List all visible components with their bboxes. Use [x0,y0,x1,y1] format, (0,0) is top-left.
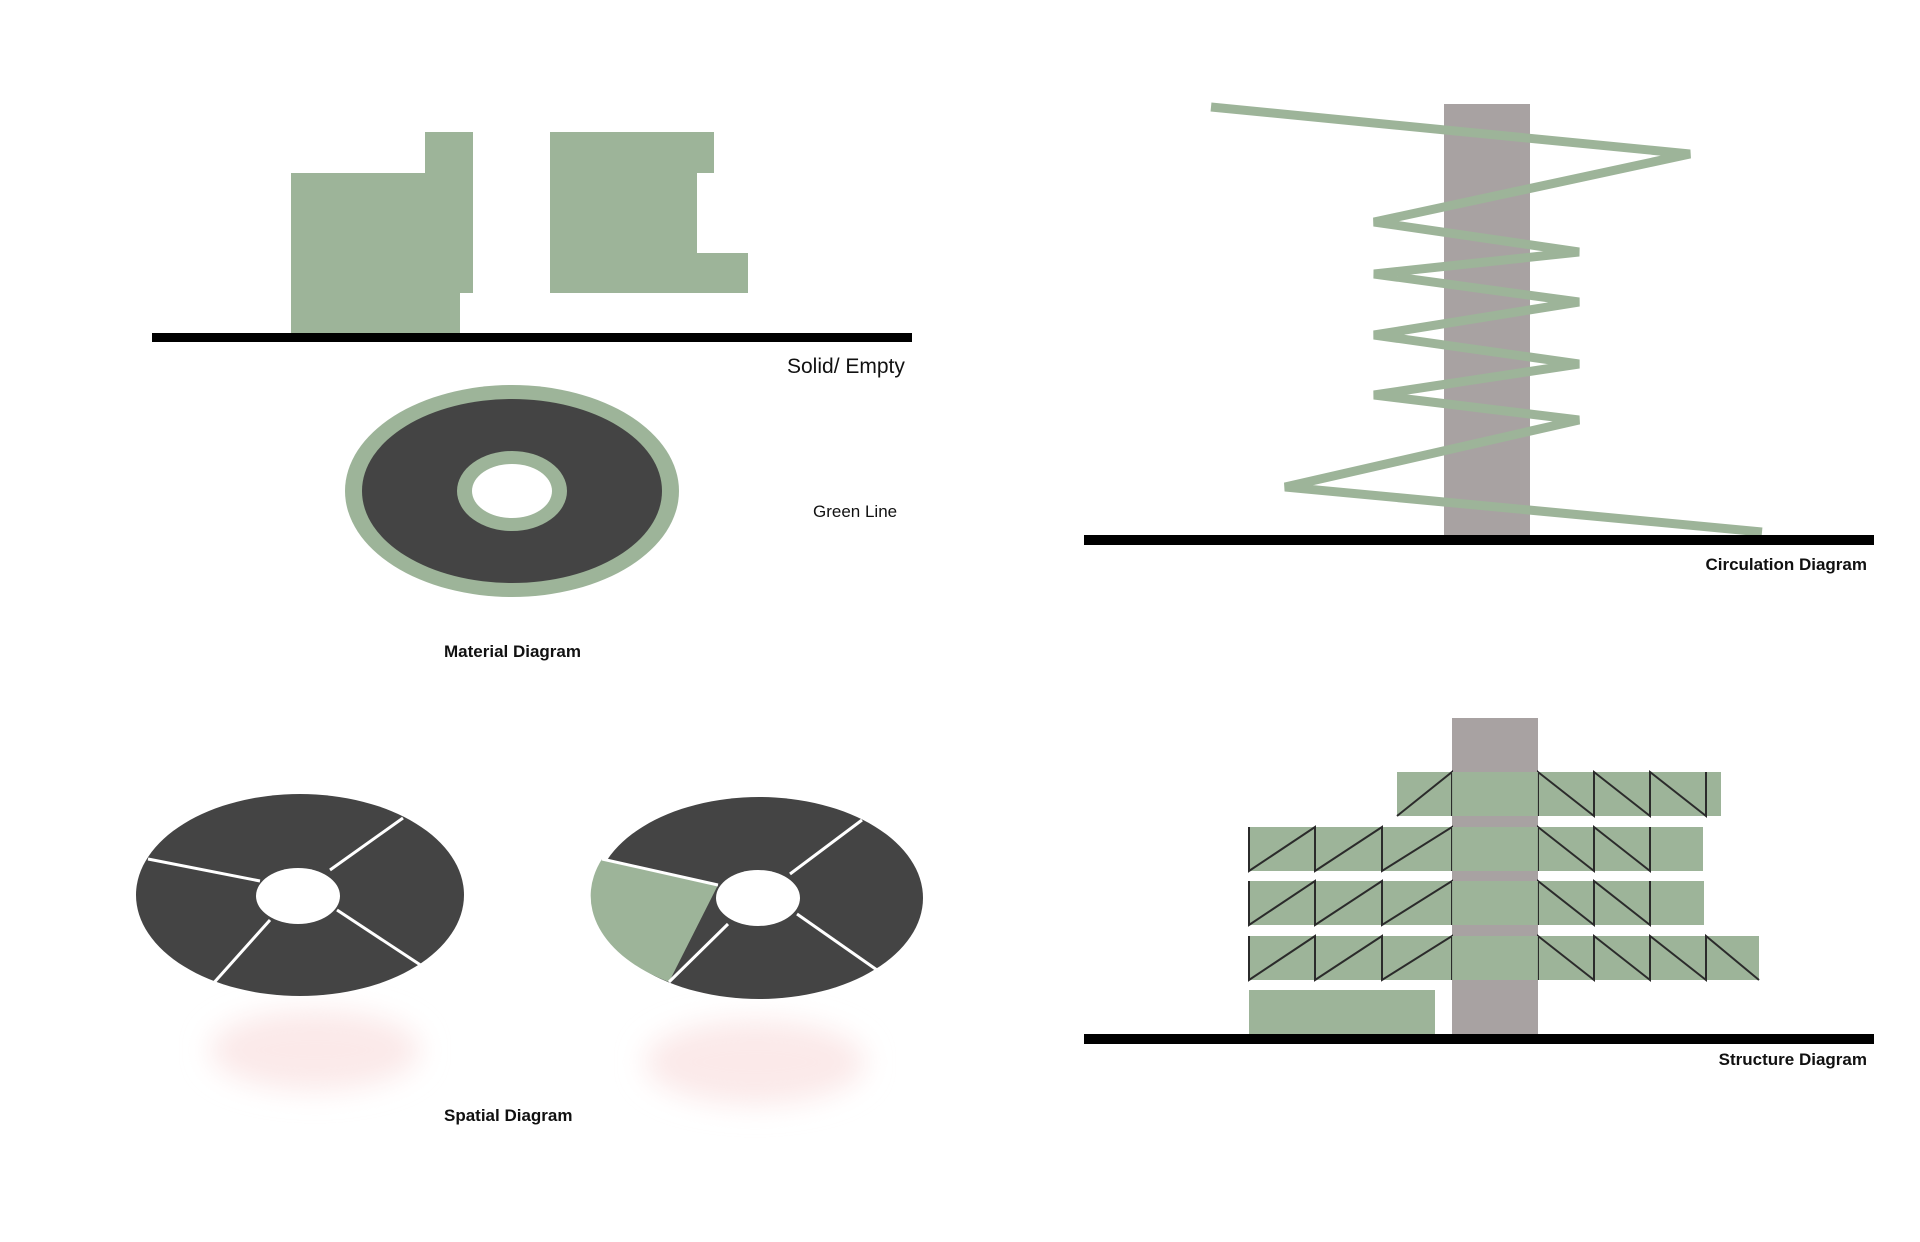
center-void [472,464,552,518]
circulation-ramp [1210,102,1763,537]
divider-line [336,908,423,968]
core-slab-junction [1452,772,1538,816]
solid-empty-label: Solid/ Empty [787,355,905,378]
green-line-label: Green Line [813,502,898,521]
center-void [716,870,800,926]
spatial-disc-left [136,794,464,996]
structure-core [1452,718,1538,1036]
base-slab [1249,990,1435,1034]
solid-mass-right [550,132,748,293]
circulation-diagram-title: Circulation Diagram [1705,555,1867,574]
truss-web [1537,933,1760,983]
shadow-right [645,1020,865,1104]
floor-slab [1397,772,1721,816]
truss-web [1248,934,1453,982]
truss-web [1248,825,1453,873]
divider-line [147,857,261,883]
spatial-diagram [136,794,923,1104]
core-slab-junction [1452,936,1538,980]
core-slab-junction [1452,827,1538,871]
solid-mass-left [291,132,473,334]
highlighted-sector [590,859,718,982]
truss-web [1248,879,1453,927]
material-diagram-title: Material Diagram [444,642,581,661]
divider-line [329,816,404,872]
divider-line [789,818,863,876]
divider-line [601,857,719,887]
divider-line [667,922,730,984]
solid-empty-diagram [152,132,912,342]
core-slab-junction [1452,881,1538,925]
spatial-disc-right [590,797,923,999]
shadow-left [210,1010,420,1090]
material-diagram [345,385,679,597]
truss-web [1537,769,1707,819]
divider-line [209,919,272,987]
center-void [256,868,340,924]
structure-diagram [1084,718,1874,1044]
divider-line [796,912,878,972]
ground-line-circulation [1084,535,1874,545]
spatial-diagram-title: Spatial Diagram [444,1106,573,1125]
structure-diagram-title: Structure Diagram [1718,1050,1867,1069]
ground-line-solid [152,333,912,342]
circulation-diagram [1084,102,1874,545]
ground-line-structure [1084,1034,1874,1044]
